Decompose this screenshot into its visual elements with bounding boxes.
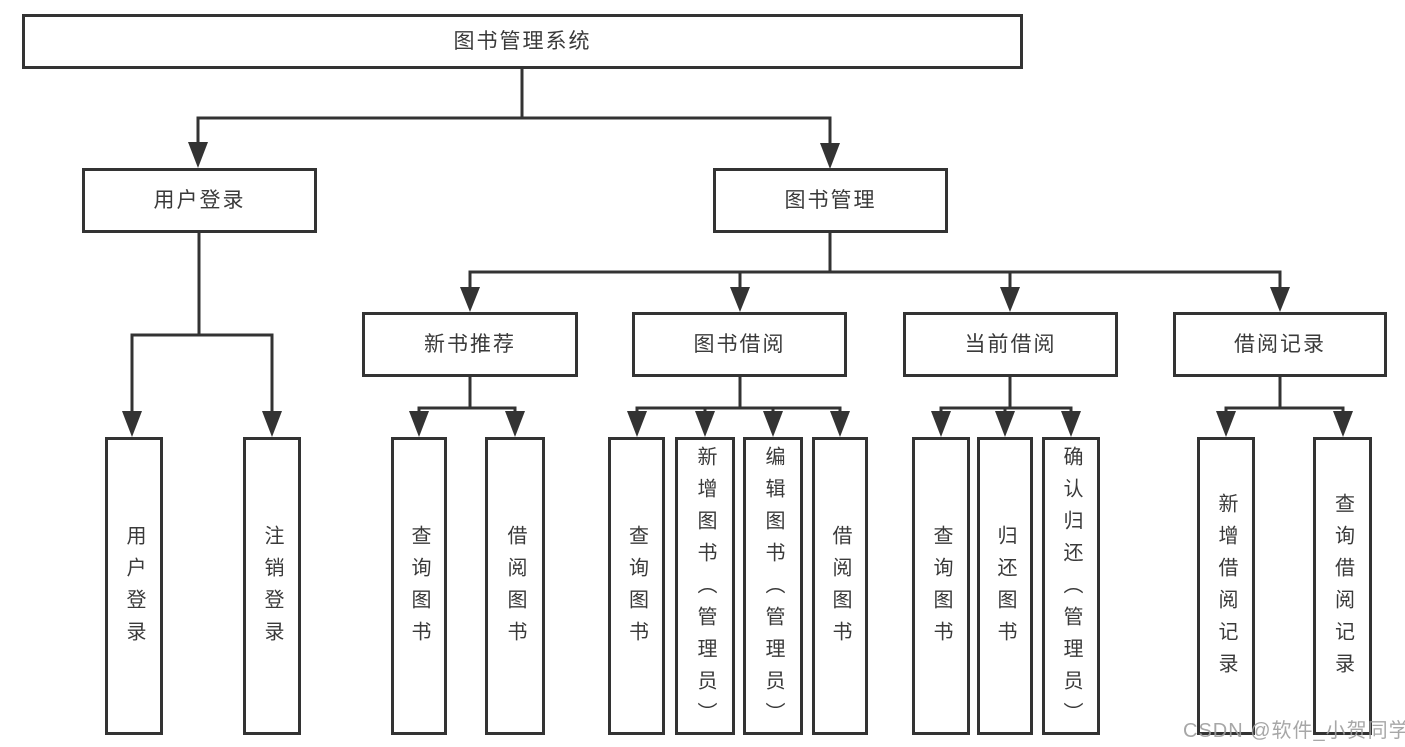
node-new-book-recommendation: 新书推荐 (362, 312, 578, 377)
leaf-confirm-return-admin: 确认归还（管理员） (1042, 437, 1100, 735)
leaf-add-books-admin: 新增图书（管理员） (675, 437, 735, 735)
node-book-borrowing: 图书借阅 (632, 312, 847, 377)
leaf-add-borrow-record: 新增借阅记录 (1197, 437, 1255, 735)
leaf-query-books-recommend: 查询图书 (391, 437, 447, 735)
node-user-login: 用户登录 (82, 168, 317, 233)
leaf-logout: 注销登录 (243, 437, 301, 735)
leaf-return-books: 归还图书 (977, 437, 1033, 735)
leaf-user-login: 用户登录 (105, 437, 163, 735)
leaf-edit-books-admin: 编辑图书（管理员） (743, 437, 803, 735)
node-library-management-system: 图书管理系统 (22, 14, 1023, 69)
leaf-query-books-current: 查询图书 (912, 437, 970, 735)
leaf-query-books-borrowing: 查询图书 (608, 437, 665, 735)
node-borrowing-records: 借阅记录 (1173, 312, 1387, 377)
watermark-csdn: CSDN @软件_小贺同学 (1183, 720, 1405, 742)
arrowheads (122, 142, 1353, 437)
leaf-borrow-books-recommend: 借阅图书 (485, 437, 545, 735)
leaf-borrow-books-borrowing: 借阅图书 (812, 437, 868, 735)
leaf-query-borrow-record: 查询借阅记录 (1313, 437, 1372, 735)
node-current-borrowing: 当前借阅 (903, 312, 1118, 377)
node-book-management: 图书管理 (713, 168, 948, 233)
